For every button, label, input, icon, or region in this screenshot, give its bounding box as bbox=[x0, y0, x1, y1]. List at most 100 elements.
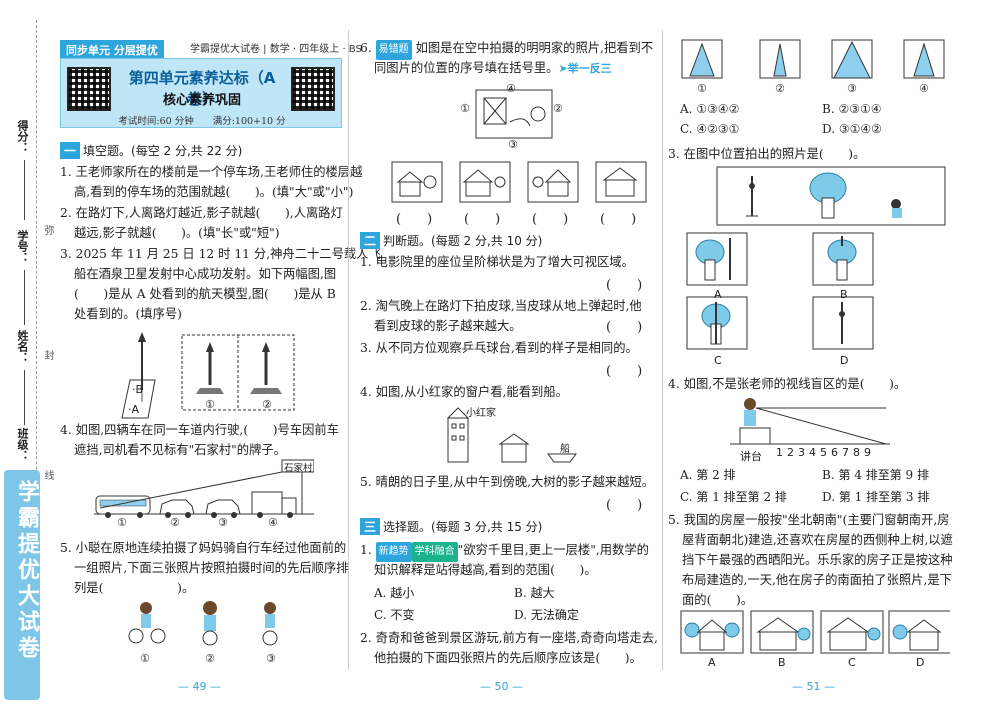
q6-line1: 6. 易错题 如图是在空中拍摄的明明家的照片,把看到不 bbox=[360, 38, 653, 60]
choice-5-label-d[interactable]: D bbox=[916, 656, 925, 669]
choice-2-option-d[interactable]: D. ③①④② bbox=[822, 122, 882, 136]
q6-answer-1[interactable]: ( ) bbox=[396, 212, 433, 227]
q6-pos-2: ② bbox=[553, 102, 563, 115]
q6-answer-2[interactable]: ( ) bbox=[464, 212, 501, 227]
judge-4: 4. 如图,从小红家的窗户看,能看到船。 bbox=[360, 385, 568, 399]
choice-3-options bbox=[686, 232, 874, 350]
choice-3-label-c[interactable]: C bbox=[714, 354, 722, 367]
q2-line2: 越远,影子就越( )。(填"长"或"短") bbox=[74, 226, 280, 240]
choice-3-question: 3. 在图中位置拍出的照片是( )。 bbox=[668, 147, 866, 161]
qr-code-icon bbox=[291, 67, 335, 111]
choice-5-label-a[interactable]: A bbox=[708, 656, 716, 669]
page-divider bbox=[662, 30, 663, 670]
choice-5-house-options bbox=[680, 610, 950, 654]
q6-line2: 同图片的位置的序号填在括号里。➤举一反三 bbox=[374, 61, 612, 75]
page-number-50: — 50 — bbox=[480, 680, 523, 693]
tower-label-2: ② bbox=[775, 82, 785, 95]
score-field-label: 得分： bbox=[16, 120, 29, 153]
judge-3: 3. 从不同方位观察乒乓球台,看到的样子是相同的。 bbox=[360, 341, 638, 355]
tower-label-4: ④ bbox=[919, 82, 929, 95]
choice-5-line5: 面的( )。 bbox=[682, 593, 754, 607]
choice-4-question: 4. 如图,不是张老师的视线盲区的是( )。 bbox=[668, 377, 907, 391]
choice-1-option-b[interactable]: B. 越大 bbox=[514, 586, 555, 600]
student-id-field-label: 学号： bbox=[16, 230, 29, 263]
choice-5-line2: 屋背面朝北)建造,还喜欢在房屋的西侧种上树,以遮 bbox=[682, 533, 953, 547]
choice-4-option-c[interactable]: C. 第 1 排至第 2 排 bbox=[680, 490, 787, 504]
q2-line1: 2. 在路灯下,人离路灯越近,影子就越( ),人离路灯 bbox=[60, 206, 343, 220]
q5-line2: 一组照片,下面三张照片按照拍摄时间的先后顺序排 bbox=[74, 561, 349, 575]
choice-2-option-b[interactable]: B. ②③①④ bbox=[822, 102, 882, 116]
name-field-label: 姓名： bbox=[16, 330, 29, 363]
brand-logo: 学霸提优大试卷 bbox=[4, 470, 40, 700]
q3-label-2: ② bbox=[262, 398, 272, 411]
q5-line1: 5. 小聪在原地连续拍摄了妈妈骑自行车经过他面前的 bbox=[60, 541, 347, 555]
choice-5-line4: 布局建造的,一天,他在房子的南面拍了张照片,是下 bbox=[682, 573, 952, 587]
choice-1-line1: 1. 新趋势学科融合"欲穷千里目,更上一层楼",用数学的 bbox=[360, 540, 649, 562]
choice-5-label-b[interactable]: B bbox=[778, 656, 786, 669]
page-divider bbox=[348, 30, 349, 670]
section-1-heading: 一填空题。(每空 2 分,共 22 分) bbox=[60, 142, 242, 159]
q4-line2: 遮挡,司机看不见标有"石家村"的牌子。 bbox=[74, 443, 286, 457]
q4-car-1: ① bbox=[117, 516, 127, 529]
q4-line1: 4. 如图,四辆车在同一车道内行驶,( )号车因前车 bbox=[60, 423, 339, 437]
q4-car-3: ③ bbox=[218, 516, 228, 529]
section-3-heading: 三选择题。(每题 3 分,共 15 分) bbox=[360, 518, 542, 535]
choice-5-label-c[interactable]: C bbox=[848, 656, 856, 669]
q6-view-pictures bbox=[391, 161, 647, 203]
q6-pos-4: ④ bbox=[506, 82, 516, 95]
seal-mark-xian: 线 bbox=[42, 470, 53, 480]
q6-answer-4[interactable]: ( ) bbox=[600, 212, 637, 227]
choice-1-option-a[interactable]: A. 越小 bbox=[374, 586, 415, 600]
judge-5: 5. 晴朗的日子里,从中午到傍晚,大树的影子越来越短。 bbox=[360, 475, 654, 489]
choice-1-option-c[interactable]: C. 不变 bbox=[374, 608, 415, 622]
q3-point-a: ·A bbox=[128, 403, 140, 416]
choice-3-label-b[interactable]: B bbox=[840, 288, 848, 301]
judge-2-line2: 看到皮球的影子越来越大。 bbox=[374, 319, 522, 333]
qr-code-icon bbox=[67, 67, 111, 111]
choice-2-option-a[interactable]: A. ①③④② bbox=[680, 102, 740, 116]
q6-aerial-figure bbox=[475, 89, 553, 139]
choice-4-row-numbers: 123456789 bbox=[776, 446, 875, 459]
class-field-label: 班级： bbox=[16, 428, 29, 461]
q5-line3: 列是( )。 bbox=[74, 581, 195, 595]
binding-strip: 得分： 学号： 姓名： 班级： 弥 封 线 学霸提优大试卷 bbox=[0, 0, 53, 708]
choice-4-option-b[interactable]: B. 第 4 排至第 9 排 bbox=[822, 468, 929, 482]
q4-car-4: ④ bbox=[268, 516, 278, 529]
judge-2-answer[interactable]: ( ) bbox=[606, 320, 643, 335]
tower-label-3: ③ bbox=[847, 82, 857, 95]
seal-dashed-line bbox=[36, 20, 37, 670]
q3-line2: 船在酒泉卫星发射中心成功发射。如下两幅图,图 bbox=[74, 267, 337, 281]
choice-5-line1: 5. 我国的房屋一般按"坐北朝南"(主要门窗朝南开,房 bbox=[668, 513, 950, 527]
choice-3-label-d[interactable]: D bbox=[840, 354, 849, 367]
q5-cyclists-figure bbox=[128, 601, 278, 646]
seal-mark-feng: 封 bbox=[42, 350, 53, 360]
q6-answer-3[interactable]: ( ) bbox=[532, 212, 569, 227]
choice-2-option-c[interactable]: C. ④②③① bbox=[680, 122, 740, 136]
choice-4-option-a[interactable]: A. 第 2 排 bbox=[680, 468, 736, 482]
q6-pos-1: ① bbox=[460, 102, 470, 115]
judge-4-figure bbox=[446, 407, 577, 463]
judge-1: 1. 电影院里的座位呈阶梯状是为了增大可视区域。 bbox=[360, 255, 634, 269]
header-info: 学霸提优大试卷 | 数学 · 四年级上 · BS bbox=[190, 44, 362, 55]
q5-photo-2: ② bbox=[205, 652, 215, 665]
q3-line1: 3. 2025 年 11 月 25 日 12 时 11 分,神舟二十二号载人飞 bbox=[60, 247, 381, 261]
choice-4-option-d[interactable]: D. 第 1 排至第 3 排 bbox=[822, 490, 930, 504]
seal-mark-mi: 弥 bbox=[42, 225, 53, 235]
judge-5-answer[interactable]: ( ) bbox=[606, 498, 643, 513]
choice-4-classroom bbox=[730, 398, 890, 445]
score-line bbox=[24, 160, 25, 220]
id-line bbox=[24, 270, 25, 325]
unit-tag: 同步单元 分层提优 bbox=[60, 40, 164, 60]
choice-2-line2: 他拍摄的下面四张照片的先后顺序应该是( )。 bbox=[374, 651, 642, 665]
related-practice-link[interactable]: ➤举一反三 bbox=[558, 62, 612, 75]
judge-1-answer[interactable]: ( ) bbox=[606, 278, 643, 293]
q4-sign-label: 石家村 bbox=[284, 463, 313, 474]
q6-pos-3: ③ bbox=[508, 138, 518, 151]
choice-3-label-a[interactable]: A bbox=[714, 288, 722, 301]
choice-1-line2: 知识解释是站得越高,看到的范围( )。 bbox=[374, 563, 597, 577]
judge-3-answer[interactable]: ( ) bbox=[606, 364, 643, 379]
choice-1-option-d[interactable]: D. 无法确定 bbox=[514, 608, 579, 622]
tower-photos bbox=[681, 39, 945, 79]
q1-line1: 1. 王老师家所在的楼前是一个停车场,王老师住的楼层越 bbox=[60, 165, 363, 179]
unit-subtitle: 核心素养巩固 bbox=[162, 93, 241, 108]
